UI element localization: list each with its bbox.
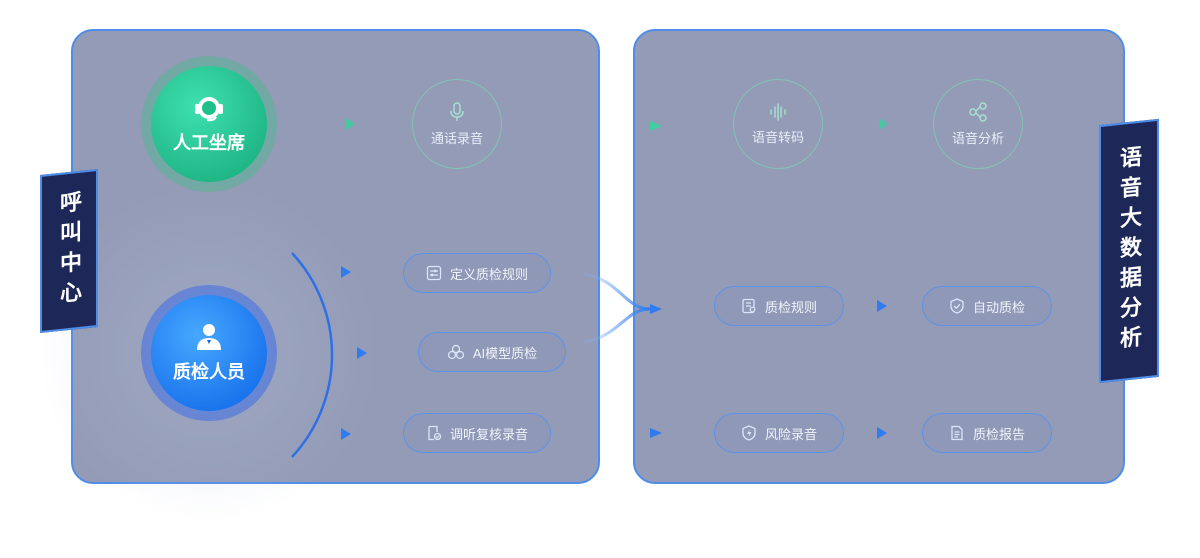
define-rules-button[interactable]: 定义质检规则 xyxy=(403,253,551,293)
sliders-icon xyxy=(426,265,442,281)
chevron-right-icon xyxy=(346,118,355,130)
arrowhead-blue-mid xyxy=(650,304,662,314)
agent-node[interactable]: 人工坐席 xyxy=(151,66,267,182)
speech-transcription-label: 语音转码 xyxy=(751,129,804,145)
chevron-right-icon xyxy=(341,428,351,440)
arrowhead-green xyxy=(650,121,662,131)
qc-rules-button[interactable]: 质检规则 xyxy=(714,286,844,326)
inspector-node[interactable]: 质检人员 xyxy=(151,295,267,411)
auto-qc-label: 自动质检 xyxy=(972,299,1025,315)
qc-report-label: 质检报告 xyxy=(972,426,1025,442)
user-icon xyxy=(197,324,221,350)
connector-rules-merge-top xyxy=(583,272,651,311)
risk-recordings-label: 风险录音 xyxy=(764,426,817,442)
chevron-right-icon xyxy=(877,427,887,439)
chevron-right-icon xyxy=(341,266,351,278)
speech-analysis-label: 语音分析 xyxy=(951,130,1004,146)
waveform-icon xyxy=(770,102,786,121)
call-center-label: 呼叫中心 xyxy=(40,168,98,334)
arrowhead-blue-bottom xyxy=(650,428,662,438)
headset-icon xyxy=(195,97,223,122)
ai-model-qc-label: AI模型质检 xyxy=(472,345,538,361)
auto-qc-button[interactable]: 自动质检 xyxy=(922,286,1052,326)
call-recording-node[interactable]: 通话录音 xyxy=(412,79,502,169)
call-center-label-text: 呼叫中心 xyxy=(57,189,82,313)
review-recordings-label: 调听复核录音 xyxy=(449,426,528,442)
chevron-right-icon xyxy=(879,118,888,130)
connector-rules-merge-bottom xyxy=(583,307,651,344)
call-recording-label: 通话录音 xyxy=(430,130,483,146)
define-rules-label: 定义质检规则 xyxy=(449,266,528,282)
report-icon xyxy=(951,425,963,441)
speech-analysis-panel xyxy=(633,29,1125,484)
chevron-right-icon xyxy=(877,300,887,312)
speech-big-data-label: 语音大数据分析 xyxy=(1099,118,1159,384)
shield-bolt-icon xyxy=(742,425,756,441)
ai-model-qc-button[interactable]: AI模型质检 xyxy=(418,332,566,372)
inspector-label: 质检人员 xyxy=(173,362,245,382)
document-check-icon xyxy=(428,425,442,441)
qc-rules-label: 质检规则 xyxy=(764,299,817,315)
speech-transcription-node[interactable]: 语音转码 xyxy=(733,79,823,169)
agent-label: 人工坐席 xyxy=(173,133,245,153)
document-icon xyxy=(742,298,756,314)
chevron-right-icon xyxy=(357,347,367,359)
review-recordings-button[interactable]: 调听复核录音 xyxy=(403,413,551,453)
shield-check-icon xyxy=(950,298,964,314)
risk-recordings-button[interactable]: 风险录音 xyxy=(714,413,844,453)
cubes-icon xyxy=(447,344,464,360)
speech-big-data-label-text: 语音大数据分析 xyxy=(1117,144,1142,358)
speech-analysis-node[interactable]: 语音分析 xyxy=(933,79,1023,169)
qc-report-button[interactable]: 质检报告 xyxy=(922,413,1052,453)
share-icon xyxy=(969,101,987,122)
microphone-icon xyxy=(450,101,464,121)
inspector-arc xyxy=(291,252,334,458)
